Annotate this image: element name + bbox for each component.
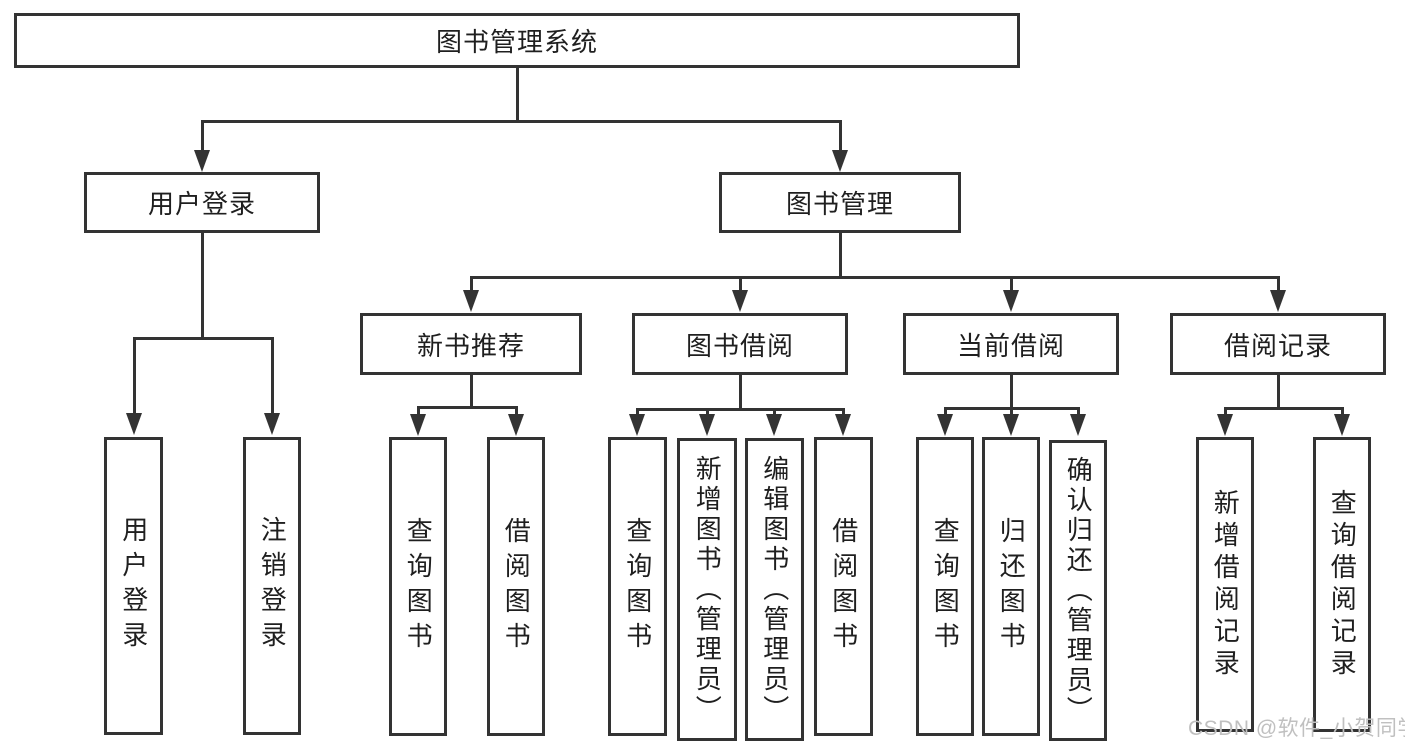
leaf-borrow-books-recommend-label: 借阅图书 — [501, 516, 532, 657]
connector — [469, 276, 473, 290]
leaf-query-books-borrow-label: 查询图书 — [622, 516, 653, 657]
leaf-query-borrow-record-label: 查询借阅记录 — [1327, 488, 1358, 681]
arrowhead-icon — [937, 414, 953, 436]
connector — [1009, 375, 1013, 407]
root-node-label: 图书管理系统 — [435, 27, 598, 57]
leaf-confirm-return-admin: 确认归还（管理员） — [1049, 440, 1107, 741]
node-new-book-recommend: 新书推荐 — [360, 313, 582, 375]
arrowhead-icon — [1270, 290, 1286, 312]
connector — [200, 120, 841, 123]
branch-book-management: 图书管理 — [719, 172, 961, 233]
connector — [738, 375, 742, 408]
connector — [1009, 276, 1013, 290]
arrowhead-icon — [126, 413, 142, 435]
arrowhead-icon — [463, 290, 479, 312]
arrowhead-icon — [194, 150, 210, 172]
connector — [838, 233, 842, 276]
connector — [635, 408, 639, 415]
connector — [469, 375, 473, 406]
connector — [515, 68, 519, 120]
leaf-logout-label: 注销登录 — [257, 516, 288, 656]
leaf-add-book-admin: 新增图书（管理员） — [677, 438, 737, 741]
connector — [270, 337, 274, 414]
connector — [514, 406, 518, 415]
leaf-logout: 注销登录 — [243, 437, 301, 735]
connector — [1076, 407, 1080, 415]
branch-user-login: 用户登录 — [84, 172, 320, 233]
leaf-borrow-books: 借阅图书 — [814, 437, 873, 736]
leaf-user-login: 用户登录 — [104, 437, 163, 735]
leaf-query-books-recommend: 查询图书 — [389, 437, 447, 736]
arrowhead-icon — [832, 150, 848, 172]
connector — [738, 276, 742, 290]
leaf-query-books-recommend-label: 查询图书 — [403, 516, 434, 657]
node-current-borrow: 当前借阅 — [903, 313, 1119, 375]
leaf-user-login-label: 用户登录 — [118, 516, 149, 656]
watermark: CSDN @软件_小贺同学 — [1188, 717, 1405, 740]
connector — [1276, 276, 1280, 290]
connector — [132, 337, 274, 340]
connector — [1009, 407, 1013, 415]
node-new-book-recommend-label: 新书推荐 — [416, 330, 525, 361]
leaf-add-borrow-record: 新增借阅记录 — [1196, 437, 1254, 732]
connector — [772, 408, 776, 415]
branch-book-management-label: 图书管理 — [785, 189, 894, 219]
node-book-borrow: 图书借阅 — [632, 313, 848, 375]
leaf-query-books-borrow: 查询图书 — [608, 437, 667, 736]
arrowhead-icon — [1334, 414, 1350, 436]
connector — [132, 337, 136, 414]
connector — [1223, 407, 1227, 415]
connector — [1276, 375, 1280, 407]
arrowhead-icon — [1070, 414, 1086, 436]
connector — [838, 120, 842, 150]
leaf-add-borrow-record-label: 新增借阅记录 — [1210, 488, 1241, 681]
leaf-return-book: 归还图书 — [982, 437, 1040, 736]
connector — [635, 408, 845, 411]
node-book-borrow-label: 图书借阅 — [685, 330, 794, 361]
arrowhead-icon — [1003, 290, 1019, 312]
leaf-confirm-return-admin-label: 确认归还（管理员） — [1063, 455, 1094, 726]
connector — [841, 408, 845, 415]
connector — [416, 406, 420, 415]
leaf-query-books-current-label: 查询图书 — [930, 516, 961, 657]
leaf-edit-book-admin: 编辑图书（管理员） — [745, 438, 804, 741]
arrowhead-icon — [766, 414, 782, 436]
node-borrow-records: 借阅记录 — [1170, 313, 1386, 375]
leaf-query-borrow-record: 查询借阅记录 — [1313, 437, 1371, 732]
arrowhead-icon — [629, 414, 645, 436]
connector — [469, 276, 1280, 279]
leaf-borrow-books-recommend: 借阅图书 — [487, 437, 545, 736]
arrowhead-icon — [508, 414, 524, 436]
connector — [1223, 407, 1344, 410]
connector — [200, 233, 204, 337]
leaf-query-books-current: 查询图书 — [916, 437, 974, 736]
leaf-return-book-label: 归还图书 — [996, 516, 1027, 657]
arrowhead-icon — [732, 290, 748, 312]
leaf-borrow-books-label: 借阅图书 — [828, 516, 859, 657]
connector — [943, 407, 947, 415]
node-current-borrow-label: 当前借阅 — [956, 330, 1065, 361]
connector — [416, 406, 518, 409]
connector — [705, 408, 709, 415]
arrowhead-icon — [699, 414, 715, 436]
arrowhead-icon — [264, 413, 280, 435]
node-borrow-records-label: 借阅记录 — [1223, 330, 1332, 361]
arrowhead-icon — [1003, 414, 1019, 436]
arrowhead-icon — [410, 414, 426, 436]
root-node: 图书管理系统 — [14, 13, 1020, 68]
arrowhead-icon — [835, 414, 851, 436]
connector — [200, 120, 204, 150]
leaf-edit-book-admin-label: 编辑图书（管理员） — [759, 454, 790, 725]
connector — [1340, 407, 1344, 415]
leaf-add-book-admin-label: 新增图书（管理员） — [692, 454, 723, 725]
arrowhead-icon — [1217, 414, 1233, 436]
branch-user-login-label: 用户登录 — [147, 189, 256, 219]
